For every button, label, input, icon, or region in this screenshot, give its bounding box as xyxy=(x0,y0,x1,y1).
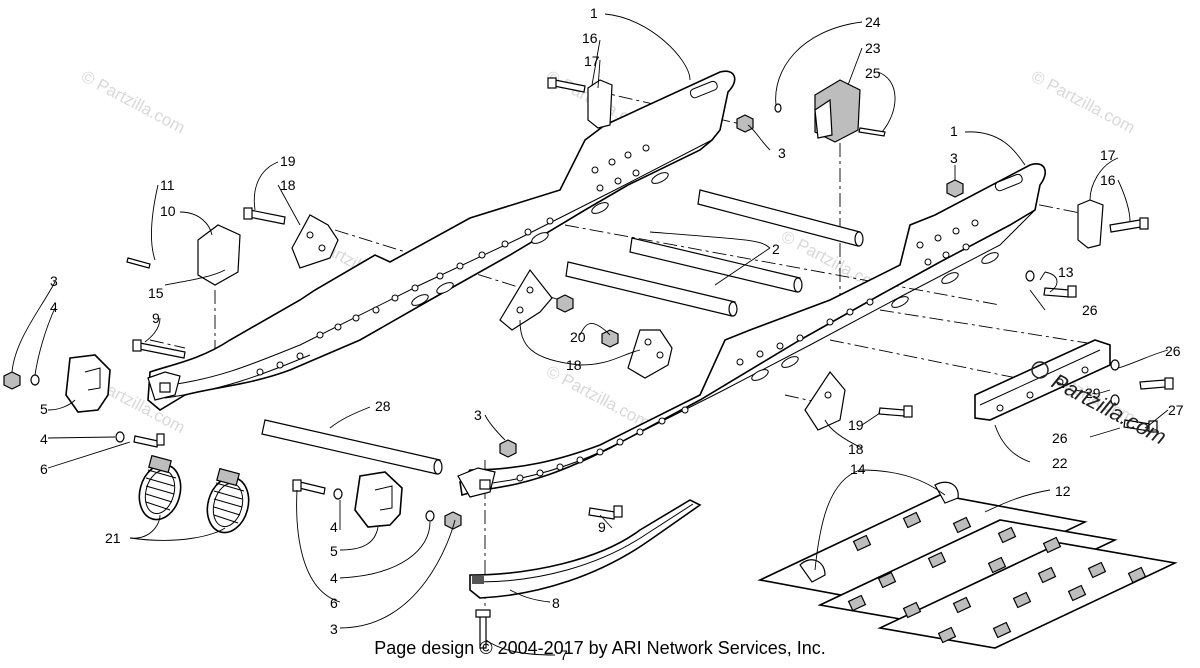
callout-24[interactable]: 24 xyxy=(865,14,881,30)
callout-5-center[interactable]: 5 xyxy=(330,543,338,559)
bracket-18 xyxy=(291,214,846,431)
callout-17-top[interactable]: 17 xyxy=(584,53,600,69)
callout-11[interactable]: 11 xyxy=(160,177,175,193)
callout-13[interactable]: 13 xyxy=(1058,264,1074,280)
callout-3-center[interactable]: 3 xyxy=(474,407,482,423)
rear-axle-bracket xyxy=(974,339,1111,421)
callout-25[interactable]: 25 xyxy=(865,65,881,81)
watermark: © Partzilla.com xyxy=(1028,67,1138,138)
callout-9-center[interactable]: 9 xyxy=(598,519,606,535)
fasteners xyxy=(3,77,1174,649)
callout-3-left[interactable]: 3 xyxy=(50,273,58,289)
callout-29[interactable]: 29 xyxy=(1085,385,1101,401)
watermark: © Partzilla.com xyxy=(78,67,188,138)
callout-12[interactable]: 12 xyxy=(1055,483,1071,499)
callout-3-rear[interactable]: 3 xyxy=(778,145,786,161)
callout-7[interactable]: 7 xyxy=(560,647,568,663)
callout-labels: 1 16 17 24 23 25 3 1 3 17 16 19 18 11 10… xyxy=(40,5,1184,663)
callout-21[interactable]: 21 xyxy=(105,530,121,546)
right-rail-holes xyxy=(516,173,1023,482)
callout-28[interactable]: 28 xyxy=(375,398,391,414)
leader-lines xyxy=(11,13,1169,656)
callout-8[interactable]: 8 xyxy=(552,595,560,611)
callout-4-center-lower[interactable]: 4 xyxy=(330,570,338,586)
drive-track xyxy=(757,481,1178,649)
callout-3-right[interactable]: 3 xyxy=(950,150,958,166)
callout-19-top[interactable]: 19 xyxy=(280,153,296,169)
callout-9-left[interactable]: 9 xyxy=(152,310,160,326)
callout-27[interactable]: 27 xyxy=(1168,402,1184,418)
right-slide-rail xyxy=(459,163,1046,497)
wear-strip xyxy=(469,499,702,599)
callout-19-right[interactable]: 19 xyxy=(848,417,864,433)
callout-26-mid[interactable]: 26 xyxy=(1082,302,1098,318)
callout-18-right[interactable]: 18 xyxy=(848,441,864,457)
left-slide-rail xyxy=(147,70,736,411)
cross-shafts xyxy=(261,189,864,475)
callout-1-right[interactable]: 1 xyxy=(950,123,958,139)
stop-blocks xyxy=(197,79,1104,286)
hose-clamps xyxy=(138,454,250,534)
callout-10[interactable]: 10 xyxy=(160,203,176,219)
page-footer: Page design © 2004-2017 by ARI Network S… xyxy=(374,638,826,658)
rail-front-tips xyxy=(147,371,496,498)
callout-6-left[interactable]: 6 xyxy=(40,461,48,477)
callout-4-left-lower[interactable]: 4 xyxy=(40,431,48,447)
callout-1-top[interactable]: 1 xyxy=(590,5,598,21)
callout-2[interactable]: 2 xyxy=(772,241,780,257)
callout-14[interactable]: 14 xyxy=(850,461,866,477)
callout-18-top[interactable]: 18 xyxy=(280,177,296,193)
callout-6-center[interactable]: 6 xyxy=(330,595,338,611)
callout-23[interactable]: 23 xyxy=(865,40,881,56)
callout-4-center[interactable]: 4 xyxy=(330,519,338,535)
callout-22[interactable]: 22 xyxy=(1052,455,1068,471)
callout-26-lower[interactable]: 26 xyxy=(1052,430,1068,446)
callout-17-right[interactable]: 17 xyxy=(1100,147,1116,163)
callout-5-left[interactable]: 5 xyxy=(40,401,48,417)
callout-15[interactable]: 15 xyxy=(148,285,164,301)
callout-20[interactable]: 20 xyxy=(570,329,586,345)
callout-16-right[interactable]: 16 xyxy=(1100,172,1116,188)
callout-16-top[interactable]: 16 xyxy=(582,30,598,46)
callout-26-right[interactable]: 26 xyxy=(1165,343,1181,359)
rail-end-caps xyxy=(65,354,403,528)
left-rail-holes xyxy=(256,80,718,376)
track-cleats xyxy=(847,511,1147,644)
callout-4-left[interactable]: 4 xyxy=(50,299,58,315)
callout-3-bottom[interactable]: 3 xyxy=(330,621,338,637)
callout-18-mid[interactable]: 18 xyxy=(566,357,582,373)
